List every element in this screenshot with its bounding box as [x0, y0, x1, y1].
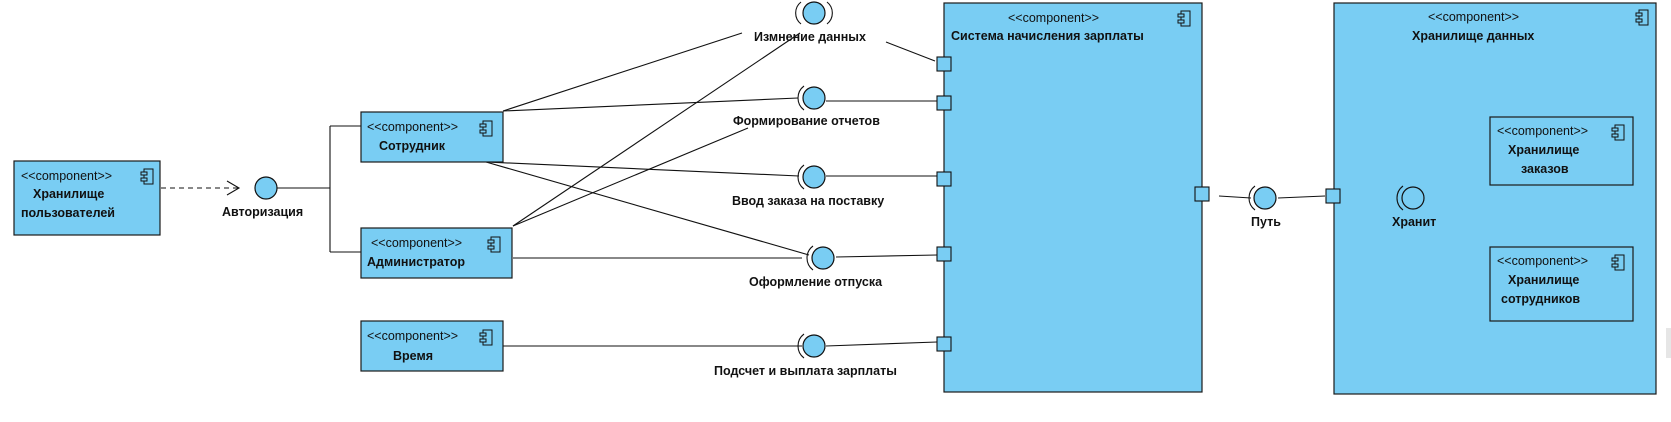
- port-icon[interactable]: [936, 336, 952, 352]
- path-to-storage-port: [1277, 195, 1326, 199]
- vacation-to-port: [835, 254, 938, 258]
- interface-label: Путь: [1251, 215, 1281, 229]
- payroll-calc-to-port: [825, 341, 938, 347]
- provided-interface-icon: [811, 246, 835, 270]
- interface-path[interactable]: Путь: [1248, 185, 1281, 229]
- component-name: Хранилище: [33, 187, 104, 201]
- ports: [936, 56, 1341, 352]
- port-icon[interactable]: [936, 95, 952, 111]
- admin-to-data-change: [512, 32, 801, 227]
- employee-to-vacation: [485, 161, 810, 256]
- component-name: Хранилище данных: [1412, 29, 1534, 43]
- stereotype: <<component>>: [367, 120, 458, 134]
- interface-stores[interactable]: Хранит: [1392, 185, 1436, 229]
- required-interface-icon: [797, 333, 805, 359]
- component-name: заказов: [1521, 162, 1569, 176]
- stereotype: <<component>>: [1497, 254, 1588, 268]
- component-name: сотрудников: [1501, 292, 1580, 306]
- provided-interface-icon: [254, 176, 278, 200]
- component-user-storage[interactable]: <<component>> Хранилище пользователей: [13, 160, 161, 236]
- required-interface-icon: [797, 164, 805, 190]
- provided-interface-icon: [1253, 186, 1277, 210]
- interface-label: Измнение данных: [754, 30, 866, 44]
- port-icon[interactable]: [1325, 188, 1341, 204]
- interface-vacation[interactable]: Оформление отпуска: [749, 245, 883, 289]
- component-payroll-system[interactable]: <<component>> Система начисления зарплат…: [943, 2, 1203, 393]
- required-interface-icon: [806, 245, 814, 271]
- interface-label: Подсчет и выплата зарплаты: [714, 364, 897, 378]
- component-admin[interactable]: <<component>> Администратор: [360, 227, 513, 279]
- employee-to-reports: [502, 97, 799, 112]
- component-name: Администратор: [367, 255, 465, 269]
- interface-label: Оформление отпуска: [749, 275, 883, 289]
- stereotype: <<component>>: [21, 169, 112, 183]
- connectors: [152, 32, 1491, 347]
- component-data-storage[interactable]: <<component>> Хранилище данных: [1333, 2, 1657, 395]
- stereotype: <<component>>: [371, 236, 462, 250]
- interface-payroll-calc[interactable]: Подсчет и выплата зарплаты: [714, 333, 897, 378]
- component-employees-storage[interactable]: <<component>> Хранилище сотрудников: [1489, 246, 1634, 322]
- component-employee[interactable]: <<component>> Сотрудник: [360, 111, 504, 163]
- interface-label: Хранит: [1392, 215, 1436, 229]
- component-name: Хранилище: [1508, 143, 1579, 157]
- component-name: Сотрудник: [379, 139, 446, 153]
- stereotype: <<component>>: [1008, 11, 1099, 25]
- interface-order-input[interactable]: Ввод заказа на поставку: [732, 164, 884, 208]
- interface-label: Авторизация: [222, 205, 303, 219]
- interface-auth[interactable]: Авторизация: [222, 176, 303, 219]
- dependency-arrowhead: [226, 180, 241, 196]
- provided-interface-icon: [802, 1, 826, 25]
- provided-interface-icon: [802, 334, 826, 358]
- provided-interface-icon: [802, 86, 826, 110]
- component-name: Система начисления зарплаты: [951, 29, 1144, 43]
- port-icon[interactable]: [936, 171, 952, 187]
- port-icon[interactable]: [1194, 186, 1210, 202]
- employee-to-data-change: [502, 32, 743, 112]
- provided-interface-icon: [1401, 186, 1425, 210]
- scroll-edge: [1666, 328, 1671, 358]
- required-interface-icon: [1248, 185, 1256, 211]
- port-to-path: [1218, 195, 1252, 199]
- required-interface-icon: [795, 1, 802, 25]
- stereotype: <<component>>: [1497, 124, 1588, 138]
- stereotype: <<component>>: [1428, 10, 1519, 24]
- provided-interface-icon: [802, 165, 826, 189]
- required-interface-icon: [797, 85, 805, 111]
- component-name: Время: [393, 349, 433, 363]
- employee-to-order-input: [485, 161, 800, 177]
- interface-data-change[interactable]: Измнение данных: [754, 1, 866, 44]
- interface-reports[interactable]: Формирование отчетов: [733, 85, 880, 128]
- component-name: пользователей: [21, 206, 115, 220]
- port-icon[interactable]: [936, 56, 952, 72]
- port-icon[interactable]: [936, 246, 952, 262]
- interface-label: Ввод заказа на поставку: [732, 194, 884, 208]
- interface-label: Формирование отчетов: [733, 114, 880, 128]
- component-time[interactable]: <<component>> Время: [360, 320, 504, 372]
- component-name: Хранилище: [1508, 273, 1579, 287]
- component-orders-storage[interactable]: <<component>> Хранилище заказов: [1489, 116, 1634, 186]
- required-interface-icon: [1396, 185, 1404, 211]
- data-change-to-port: [885, 41, 936, 62]
- stereotype: <<component>>: [367, 329, 458, 343]
- admin-to-reports: [512, 127, 749, 227]
